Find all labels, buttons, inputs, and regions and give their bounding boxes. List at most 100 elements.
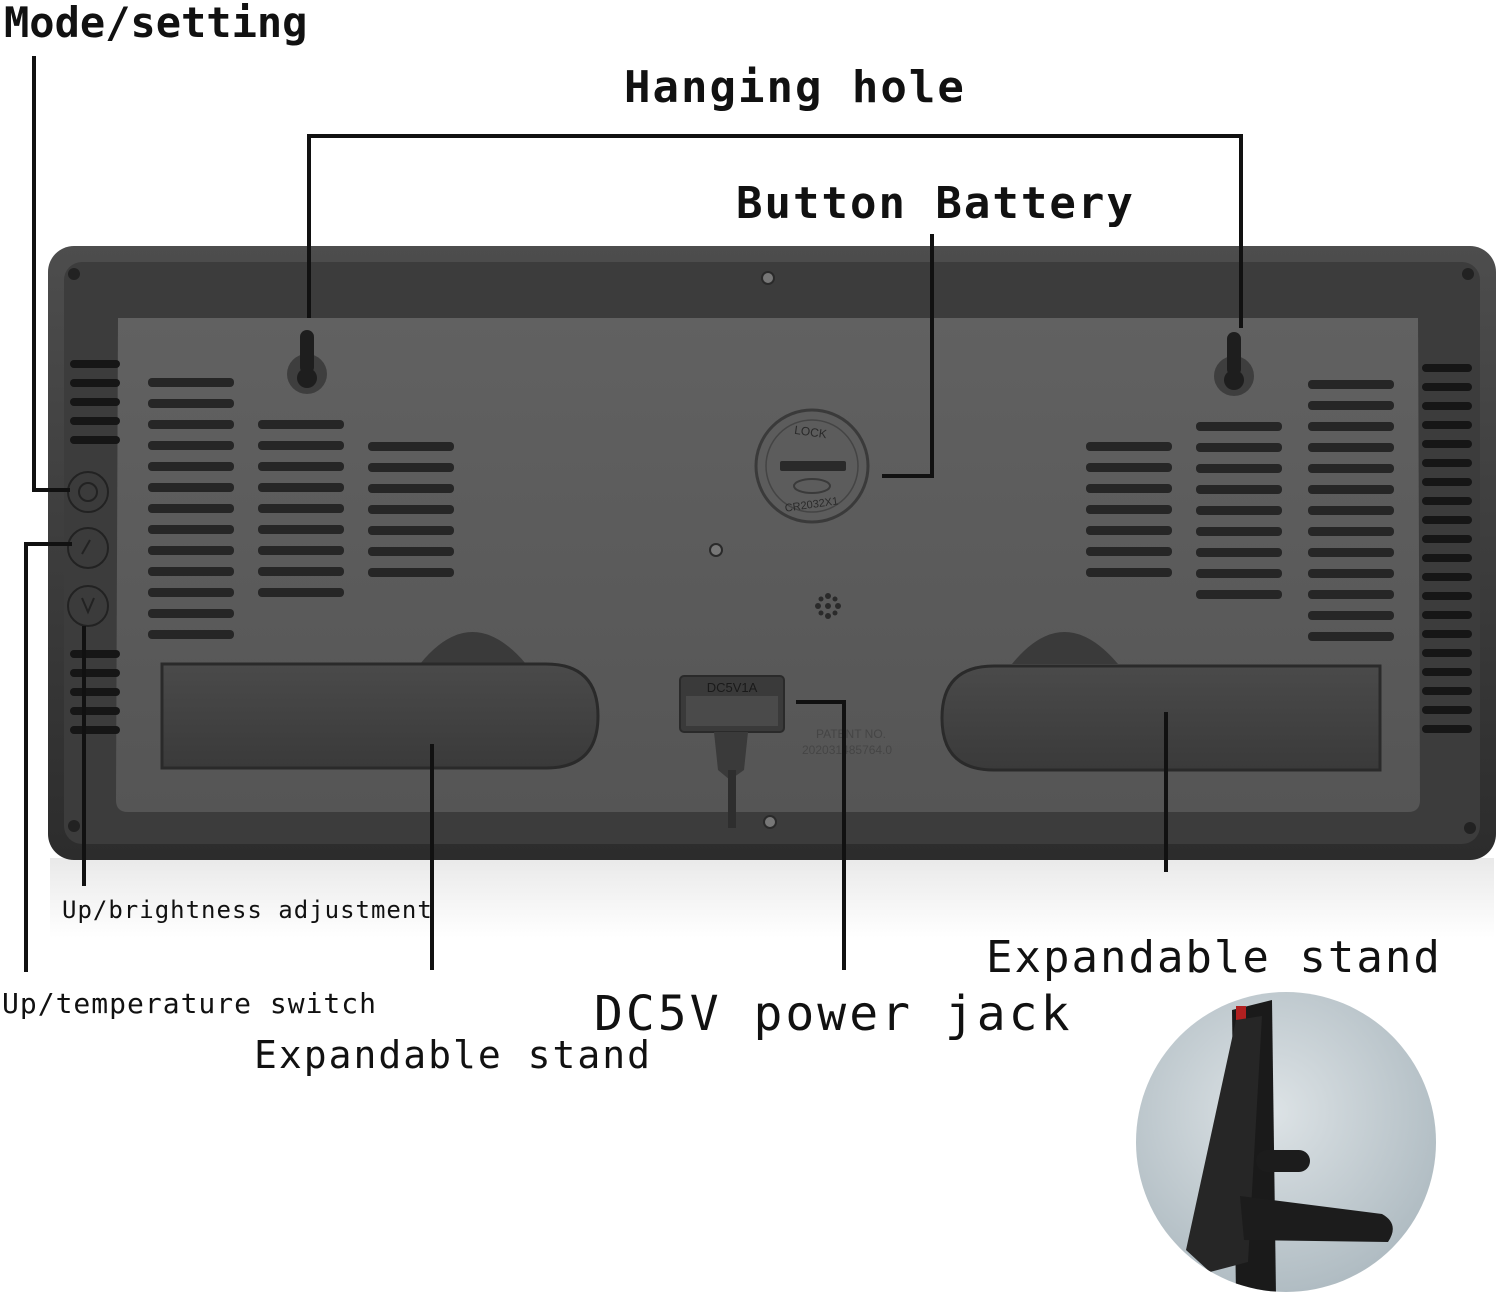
label-hanging-hole: Hanging hole: [624, 62, 966, 113]
vent-slot: [368, 505, 454, 514]
vent-slot: [1308, 548, 1394, 557]
vent-slot: [1308, 527, 1394, 536]
stand-side-view-inset: [1136, 992, 1436, 1292]
side-vent-slot: [1422, 687, 1472, 695]
up-button-icon[interactable]: [67, 527, 109, 569]
screw: [709, 543, 723, 557]
leader-hanging: [307, 134, 1243, 328]
vent-slot: [1196, 485, 1282, 494]
side-vent-slot: [1422, 535, 1472, 543]
side-vent-slot: [1422, 497, 1472, 505]
vent-slot: [148, 462, 234, 471]
side-vent-slot: [70, 398, 120, 406]
side-vent-slot: [70, 688, 120, 696]
vent-slot: [1086, 484, 1172, 493]
mode-button-icon[interactable]: [67, 471, 109, 513]
speaker-grille-icon: [815, 593, 841, 619]
vent-slot: [148, 525, 234, 534]
label-expandable-stand-left: Expandable stand: [254, 1033, 653, 1077]
vent-slot: [368, 547, 454, 556]
patent-label: PATENT NO.: [816, 727, 886, 741]
leader-mode: [32, 56, 70, 492]
vent-slots: [148, 378, 1394, 641]
corner-screw: [1462, 268, 1474, 280]
vent-slot: [148, 546, 234, 555]
vent-slot: [148, 441, 234, 450]
vent-slot: [258, 504, 344, 513]
vent-slot: [148, 483, 234, 492]
side-vent-slot: [1422, 630, 1472, 638]
side-vents-left: [70, 360, 120, 734]
vent-slot: [148, 378, 234, 387]
side-vent-slot: [70, 650, 120, 658]
vent-slot: [1308, 485, 1394, 494]
vent-slot: [1196, 548, 1282, 557]
vent-slot: [1086, 568, 1172, 577]
vent-slot: [1086, 547, 1172, 556]
vent-slot: [1308, 632, 1394, 641]
vent-slot: [1196, 422, 1282, 431]
leader-battery: [882, 234, 934, 478]
corner-screw: [68, 820, 80, 832]
vent-slot: [1086, 505, 1172, 514]
side-vent-slot: [70, 669, 120, 677]
side-vent-slot: [1422, 440, 1472, 448]
label-mode-setting: Mode/setting: [4, 0, 308, 47]
vent-slot: [1308, 380, 1394, 389]
vent-slot: [148, 399, 234, 408]
vent-slot: [258, 546, 344, 555]
vent-slot: [368, 568, 454, 577]
side-vent-slot: [70, 726, 120, 734]
side-vent-slot: [1422, 421, 1472, 429]
vent-slot: [1308, 422, 1394, 431]
side-vent-slot: [70, 360, 120, 368]
vent-slot: [1196, 443, 1282, 452]
dc-jack-icon: DC5V1A: [679, 675, 785, 828]
screw: [763, 815, 777, 829]
side-vent-slot: [1422, 668, 1472, 676]
side-vent-slot: [1422, 592, 1472, 600]
vent-slot: [148, 630, 234, 639]
side-vent-slot: [1422, 649, 1472, 657]
vent-slot: [1196, 527, 1282, 536]
hanging-hole-icon: [287, 330, 327, 394]
vent-slot: [148, 504, 234, 513]
vent-slot: [148, 420, 234, 429]
vent-slot: [1308, 401, 1394, 410]
leader-dc: [796, 700, 846, 970]
vent-slot: [258, 567, 344, 576]
vent-slot: [1308, 506, 1394, 515]
vent-slot: [258, 483, 344, 492]
leader-lines: [24, 56, 1243, 972]
vent-slot: [1308, 464, 1394, 473]
stand-hinge: [420, 632, 526, 664]
corner-screw: [68, 268, 80, 280]
vent-slot: [258, 525, 344, 534]
corner-screw: [1464, 822, 1476, 834]
label-up-temperature: Up/temperature switch: [2, 987, 378, 1020]
vent-slot: [258, 441, 344, 450]
label-button-battery: Button Battery: [736, 178, 1135, 229]
vent-slot: [148, 588, 234, 597]
stand-hinge: [1012, 632, 1118, 664]
vent-slot: [1196, 464, 1282, 473]
side-vent-slot: [1422, 364, 1472, 372]
label-up-brightness: Up/brightness adjustment: [62, 896, 433, 924]
vent-slot: [1196, 569, 1282, 578]
label-dc-power-jack: DC5V power jack: [594, 986, 1073, 1042]
vent-slot: [368, 442, 454, 451]
down-button-icon[interactable]: [67, 585, 109, 627]
side-vent-slot: [1422, 706, 1472, 714]
side-vent-slot: [70, 436, 120, 444]
side-vent-slot: [70, 379, 120, 387]
expandable-stand-left: [160, 662, 600, 770]
vent-slot: [368, 526, 454, 535]
vent-slot: [1086, 526, 1172, 535]
side-vent-slot: [1422, 573, 1472, 581]
leader-temp: [24, 542, 72, 972]
side-vent-slot: [1422, 478, 1472, 486]
side-vents-right: [1422, 364, 1472, 733]
vent-slot: [1308, 443, 1394, 452]
label-expandable-stand-right: Expandable stand: [986, 932, 1442, 983]
